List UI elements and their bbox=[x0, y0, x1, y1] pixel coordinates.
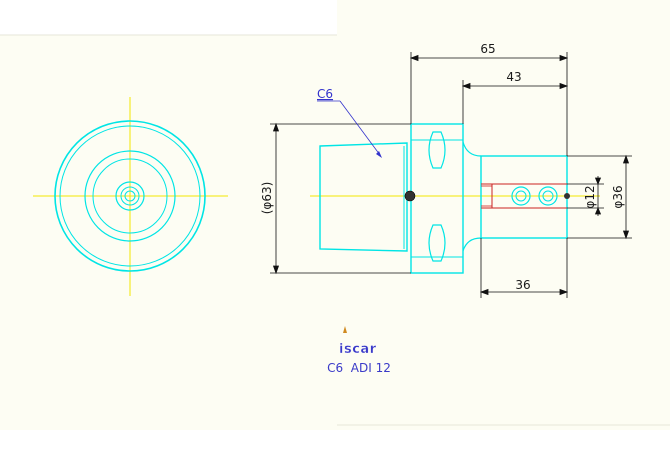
side-view bbox=[310, 123, 600, 274]
arrowheads bbox=[409, 54, 569, 62]
part-designation: C6 ADI 12 bbox=[327, 361, 391, 375]
coupling-head-outline bbox=[319, 142, 408, 252]
dimensions bbox=[270, 52, 632, 298]
end-view bbox=[33, 97, 228, 296]
clamp-screw-2-inner bbox=[542, 190, 554, 202]
bore-center-circle bbox=[124, 190, 136, 202]
arrowheads bbox=[461, 82, 569, 90]
callout-label: C6 bbox=[317, 87, 333, 101]
bore-inner-circle bbox=[120, 186, 140, 206]
shank-inner-circle bbox=[92, 158, 168, 234]
clamp-screw-2 bbox=[538, 186, 558, 206]
dim-body-diameter: (φ63) bbox=[260, 182, 274, 215]
right-view-panel bbox=[337, 0, 670, 430]
fillet-lower bbox=[462, 237, 482, 252]
reference-ball-end bbox=[564, 193, 570, 199]
logo-wordmark: iscar bbox=[339, 342, 377, 357]
left-view-panel bbox=[0, 35, 337, 430]
dim-bore-depth: 36 bbox=[515, 278, 530, 292]
dim-overall-length: 65 bbox=[480, 42, 495, 56]
shank-circle bbox=[84, 150, 176, 242]
drive-slot-lower bbox=[428, 224, 446, 262]
arrowheads bbox=[622, 154, 630, 240]
fillet-upper bbox=[462, 141, 482, 157]
arrowheads bbox=[272, 122, 280, 275]
body-outer-circle bbox=[54, 120, 206, 272]
arrowheads bbox=[594, 177, 602, 215]
dim-shank-diameter: φ36 bbox=[611, 185, 625, 208]
reference-ball-flange bbox=[404, 190, 416, 202]
iscar-logo: iscar bbox=[339, 326, 377, 357]
bore-circle bbox=[115, 181, 145, 211]
callout-arrowhead bbox=[376, 151, 382, 158]
callout-leader bbox=[339, 100, 381, 156]
dim-bore-diameter: φ12 bbox=[583, 185, 597, 208]
body-chamfer-circle bbox=[59, 125, 201, 267]
logo-flame-icon bbox=[343, 326, 347, 333]
drive-slot-upper bbox=[428, 131, 446, 169]
clamp-screw-1 bbox=[511, 186, 531, 206]
dim-shank-length: 43 bbox=[506, 70, 521, 84]
arrowheads bbox=[479, 288, 569, 296]
clamp-screw-1-inner bbox=[515, 190, 527, 202]
